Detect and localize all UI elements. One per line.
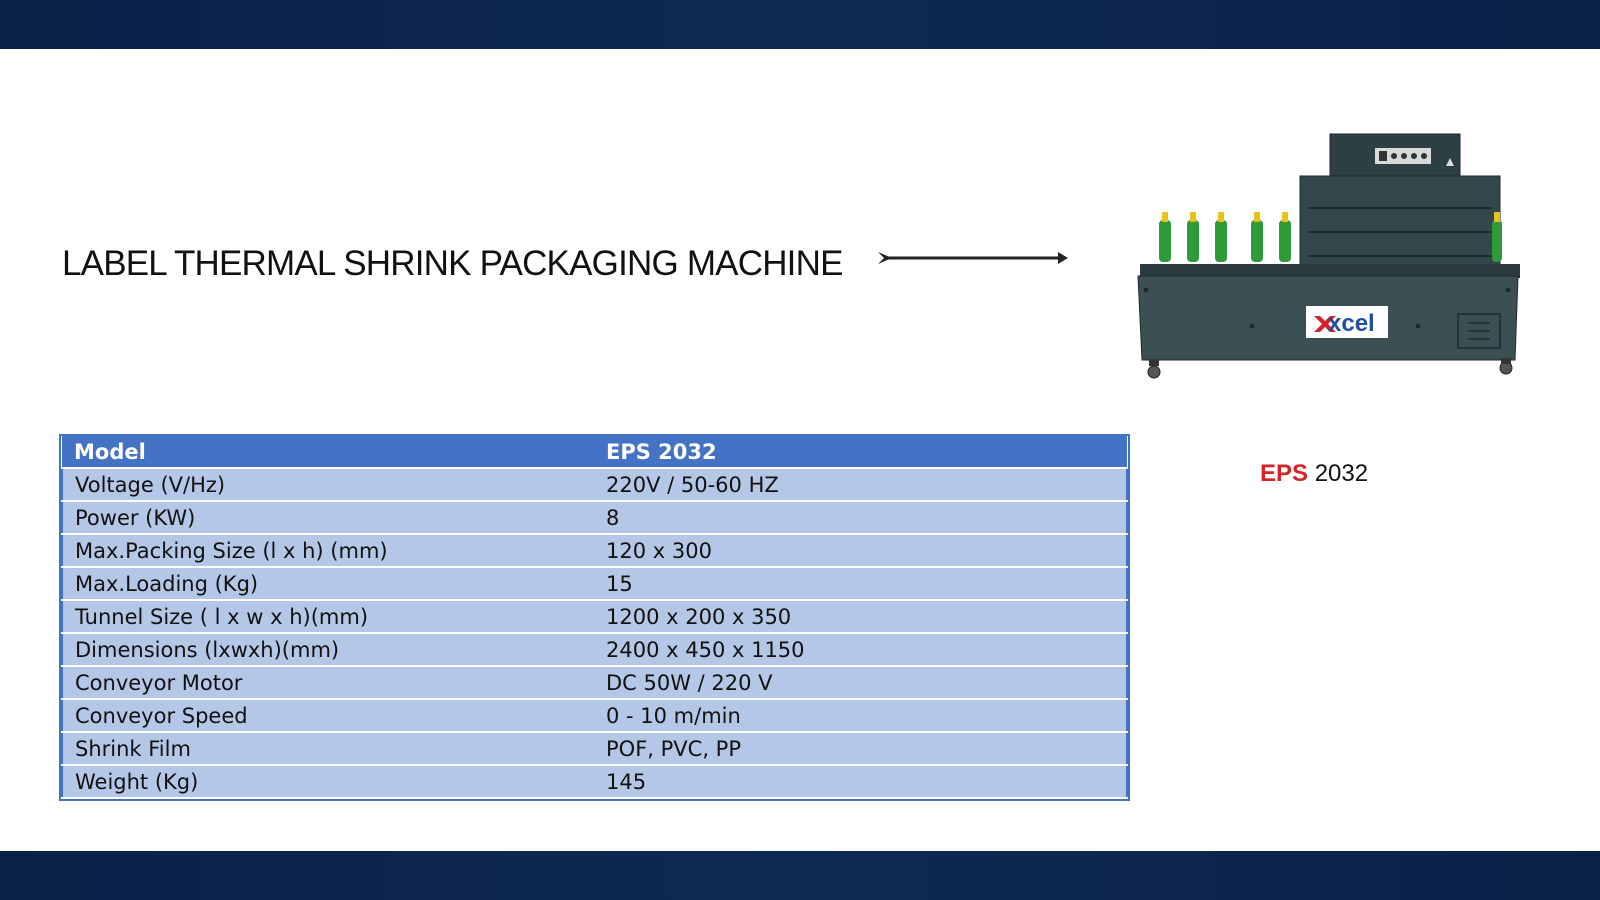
table-row: Power (KW)8: [62, 501, 1127, 535]
spec-value: 1200 x 200 x 350: [594, 600, 1127, 634]
specs-table: Model EPS 2032 Voltage (V/Hz)220V / 50-6…: [59, 434, 1130, 801]
spec-label: Power (KW): [62, 501, 594, 535]
xcel-logo-mark-icon: [1314, 316, 1336, 332]
spec-label: Max.Packing Size (l x h) (mm): [62, 534, 594, 568]
spec-label: Shrink Film: [62, 732, 594, 766]
table-row: Voltage (V/Hz)220V / 50-60 HZ: [62, 468, 1127, 502]
spec-label: Weight (Kg): [62, 765, 594, 799]
header-cell-value: EPS 2032: [594, 436, 1127, 469]
spec-value: 120 x 300: [594, 534, 1127, 568]
arrow-right-icon: [878, 252, 1068, 264]
bottom-band: [0, 851, 1600, 900]
table-header-row: Model EPS 2032: [62, 436, 1127, 469]
table-row: Tunnel Size ( l x w x h)(mm)1200 x 200 x…: [62, 600, 1127, 634]
bottle-icons: [1159, 212, 1502, 262]
spec-value: POF, PVC, PP: [594, 732, 1127, 766]
slide-title: LABEL THERMAL SHRINK PACKAGING MACHINE: [62, 244, 843, 283]
spec-value: 8: [594, 501, 1127, 535]
spec-value: 15: [594, 567, 1127, 601]
caption-model: 2032: [1314, 460, 1369, 487]
spec-label: Tunnel Size ( l x w x h)(mm): [62, 600, 594, 634]
caption-brand: EPS: [1260, 460, 1309, 487]
spec-label: Dimensions (lxwxh)(mm): [62, 633, 594, 667]
table-row: Weight (Kg)145: [62, 765, 1127, 799]
machine-image: xcel: [1137, 133, 1520, 379]
spec-label: Max.Loading (Kg): [62, 567, 594, 601]
spec-label: Conveyor Speed: [62, 699, 594, 733]
spec-value: 2400 x 450 x 1150: [594, 633, 1127, 667]
spec-value: 0 - 10 m/min: [594, 699, 1127, 733]
spec-value: 220V / 50-60 HZ: [594, 468, 1127, 502]
table-row: Max.Packing Size (l x h) (mm)120 x 300: [62, 534, 1127, 568]
table-row: Max.Loading (Kg)15: [62, 567, 1127, 601]
spec-value: DC 50W / 220 V: [594, 666, 1127, 700]
top-band: [0, 0, 1600, 49]
logo-text: xcel: [1328, 310, 1375, 337]
spec-value: 145: [594, 765, 1127, 799]
spec-label: Conveyor Motor: [62, 666, 594, 700]
spec-label: Voltage (V/Hz): [62, 468, 594, 502]
header-cell-label: Model: [62, 436, 594, 469]
table-row: Dimensions (lxwxh)(mm)2400 x 450 x 1150: [62, 633, 1127, 667]
model-caption: EPS 2032: [1260, 460, 1368, 488]
